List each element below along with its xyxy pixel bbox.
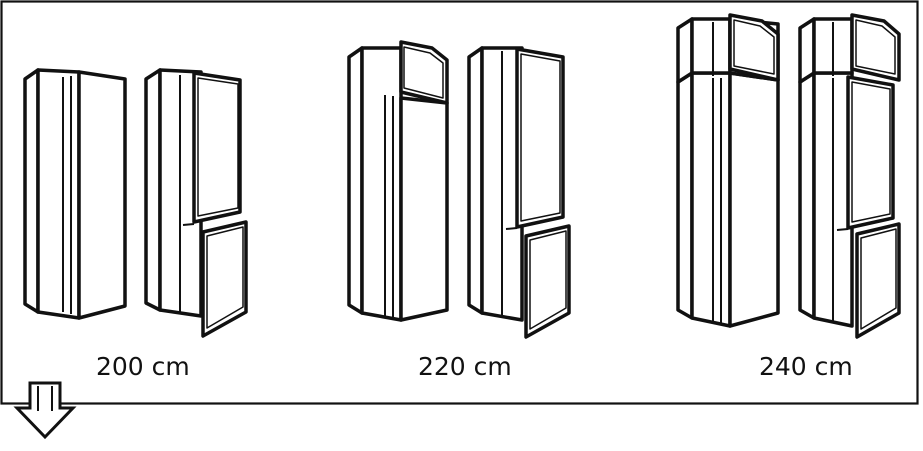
cabinet-group-240cm xyxy=(676,13,901,339)
cabinet-closed xyxy=(676,13,780,328)
cabinet-group-220cm xyxy=(347,40,571,339)
cabinet-group-200cm xyxy=(23,68,248,338)
cabinet-open xyxy=(467,46,571,339)
diagram-frame xyxy=(0,0,919,405)
cabinet-closed xyxy=(23,68,127,320)
height-label-200cm: 200 cm xyxy=(96,352,190,381)
height-label-220cm: 220 cm xyxy=(418,352,512,381)
cabinet-closed xyxy=(347,40,449,322)
cabinet-open xyxy=(798,13,901,339)
height-label-240cm: 240 cm xyxy=(759,352,853,381)
cabinet-open xyxy=(144,68,248,338)
down-arrow-icon xyxy=(13,381,77,440)
